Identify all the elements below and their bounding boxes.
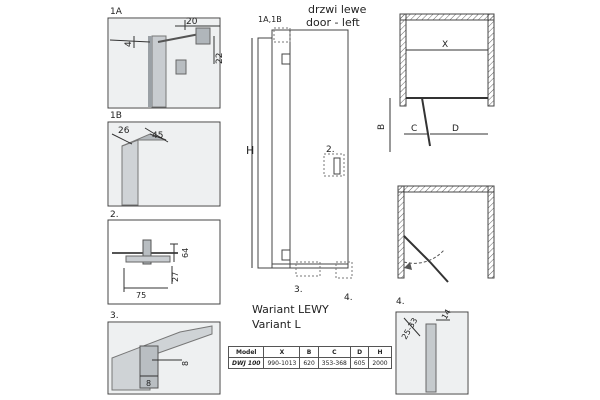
spec-header-d: D xyxy=(349,346,370,358)
dim-2-height: 64 xyxy=(181,248,190,258)
spec-header-model: Model xyxy=(227,346,265,358)
callout-2: 2. xyxy=(326,145,335,155)
variant-pl: Wariant LEWY xyxy=(252,303,329,316)
door-elevation: 1A,1B drzwi lewe door - left H 2. 3. 4. xyxy=(246,3,367,303)
callout-3: 3. xyxy=(294,285,303,295)
door-top-label: 1A,1B xyxy=(258,15,282,24)
spec-model: DWJ 100 xyxy=(227,357,265,369)
dim-1a-width: 20 xyxy=(186,17,198,27)
dim-3-width: 8 xyxy=(146,379,151,388)
dim-1b-depth: 45 xyxy=(152,131,163,141)
detail-1a: 1A 20 4 22 xyxy=(107,7,225,109)
spec-header-b: B xyxy=(299,346,319,358)
plan-view: X B C D xyxy=(377,13,495,152)
detail-1a-label: 1A xyxy=(110,7,123,17)
detail-3: 3. 8 8 xyxy=(107,311,221,395)
dim-2-width: 75 xyxy=(136,291,146,300)
detail-4: 4. 25-33 14 xyxy=(395,297,469,395)
plan-c-label: C xyxy=(411,124,417,134)
dim-1a-height: 22 xyxy=(215,53,225,64)
detail-4-label: 4. xyxy=(396,297,405,307)
spec-d: 605 xyxy=(349,357,370,369)
spec-data-row: DWJ 100 990-1013 620 353-368 605 2000 xyxy=(227,357,392,369)
door-height-label: H xyxy=(246,144,254,157)
spec-header-c: C xyxy=(317,346,351,358)
detail-1b-label: 1B xyxy=(110,111,122,121)
detail-3-label: 3. xyxy=(110,311,119,321)
spec-h: 2000 xyxy=(368,357,392,369)
detail-1b: 1B 26 45 xyxy=(107,111,221,207)
dim-4-width: 14 xyxy=(440,308,453,321)
detail-2-label: 2. xyxy=(110,210,119,220)
dim-1a-thickness: 4 xyxy=(124,41,134,47)
spec-header-x: X xyxy=(263,346,301,358)
plan-b-label: B xyxy=(377,124,387,130)
spec-table: Model X B C D H DWJ 100 990-1013 620 353… xyxy=(227,346,392,369)
plan-d-label: D xyxy=(452,124,459,134)
door-title-pl: drzwi lewe xyxy=(308,3,367,16)
spec-header-row: Model X B C D H xyxy=(227,346,392,358)
swing-view xyxy=(397,185,495,283)
detail-2: 2. 64 27 75 xyxy=(107,210,221,305)
dim-3-height: 8 xyxy=(181,361,190,366)
callout-4: 4. xyxy=(344,293,353,303)
plan-x-label: X xyxy=(442,40,448,50)
spec-x: 990-1013 xyxy=(263,357,301,369)
spec-header-h: H xyxy=(368,346,392,358)
door-title-en: door - left xyxy=(306,16,360,29)
variant-en: Variant L xyxy=(252,318,301,331)
spec-b: 620 xyxy=(299,357,319,369)
spec-c: 353-368 xyxy=(317,357,351,369)
dim-2-offset: 27 xyxy=(171,272,180,282)
dim-1b-width: 26 xyxy=(118,126,130,136)
